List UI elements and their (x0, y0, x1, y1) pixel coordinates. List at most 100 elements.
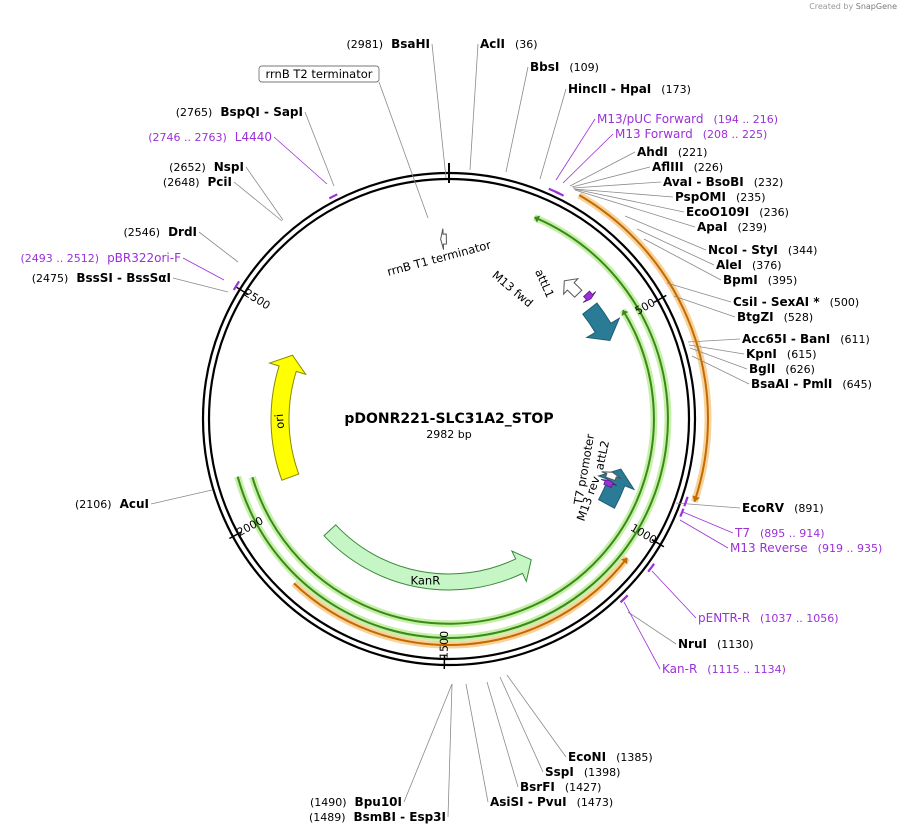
site-name: NcoI - StyI (708, 243, 778, 257)
site-name: PciI (208, 175, 233, 189)
site-name: AhdI (637, 145, 668, 159)
primer-leader (555, 118, 596, 181)
orf-arrowhead (621, 558, 628, 565)
site-name: BpmI (723, 273, 758, 287)
boxed-label-frame (258, 65, 380, 83)
site-leader (673, 295, 736, 318)
site-label: AclI(36) (480, 37, 538, 51)
site-leader (691, 355, 750, 385)
site-label: Acc65I - BanI(611) (742, 332, 870, 346)
site-name: EcoRV (742, 501, 785, 515)
site-name: EcoO109I (686, 205, 749, 219)
primer-label: (2746 .. 2763)L4440 (148, 130, 272, 144)
site-label: NcoI - StyI(344) (708, 243, 817, 257)
primer-label: M13 Forward(208 .. 225) (615, 127, 767, 141)
site-label: KpnI(615) (746, 347, 817, 361)
site-leader (431, 43, 447, 179)
site-label: SspI(1398) (545, 765, 620, 779)
site-name: Acc65I - BanI (742, 332, 830, 346)
primer-name: M13 Forward (615, 127, 693, 141)
primer-label: M13 Reverse(919 .. 935) (730, 541, 882, 555)
site-position: (1490) (310, 796, 347, 809)
site-leader (469, 43, 479, 171)
plasmid-title: pDONR221-SLC31A2_STOP (344, 411, 553, 427)
site-leader (624, 215, 707, 251)
primer-leader (679, 519, 729, 549)
feature-kanr (323, 524, 532, 591)
site-label: AsiSI - PvuI(1473) (490, 795, 613, 809)
site-position: (2475) (32, 272, 69, 285)
tick-label: 1500 (437, 631, 451, 659)
site-label: BsrFI(1427) (520, 780, 601, 794)
site-label: (2981)BsaHI (347, 37, 430, 51)
site-name: NruI (678, 637, 707, 651)
site-leader (689, 347, 748, 370)
site-label: (1490)Bpu10I (310, 795, 402, 809)
feature-label-attl1: attL1 (532, 267, 557, 300)
site-position: (1398) (584, 766, 621, 779)
site-leader (198, 231, 239, 263)
site-name: AsiSI - PvuI (490, 795, 567, 809)
site-leader (539, 88, 567, 180)
site-label: EcoRV(891) (742, 501, 824, 515)
site-label: (2765)BspQI - SapI (176, 105, 303, 119)
site-name: BsaAI - PmlI (751, 377, 832, 391)
leader-layer (150, 43, 750, 818)
feature-label-ori: ori (272, 413, 287, 429)
site-name: ApaI (697, 220, 727, 234)
site-label: (2648)PciI (163, 175, 232, 189)
primer-range: (895 .. 914) (760, 527, 825, 540)
site-label: (1489)BsmBI - Esp3I (309, 810, 446, 824)
site-position: (645) (842, 378, 872, 391)
site-label: CsiI - SexAI *(500) (733, 295, 859, 309)
site-position: (236) (759, 206, 789, 219)
site-label: NruI(1130) (678, 637, 754, 651)
primer-name: L4440 (235, 130, 272, 144)
primer-label: Kan-R(1115 .. 1134) (662, 662, 786, 676)
site-leader (499, 676, 544, 773)
site-position: (173) (661, 83, 691, 96)
site-leader (636, 228, 715, 266)
site-leader (688, 344, 745, 355)
site-position: (500) (830, 296, 860, 309)
site-name: NspI (214, 160, 244, 174)
primer-name: pBR322ori-F (107, 251, 181, 265)
feature-t7-promoter (601, 471, 622, 482)
primer-bar (679, 508, 685, 518)
site-position: (2765) (176, 106, 213, 119)
site-label: BbsI(109) (530, 60, 599, 74)
site-label: BtgZI(528) (737, 310, 813, 324)
plasmid-size: 2982 bp (426, 428, 471, 441)
primer-name: M13/pUC Forward (597, 112, 704, 126)
site-leader (573, 188, 674, 198)
primer-leader (682, 511, 734, 534)
site-label: AflIII(226) (652, 160, 723, 174)
site-position: (232) (754, 176, 784, 189)
site-position: (395) (768, 274, 798, 287)
site-position: (239) (737, 221, 767, 234)
boxed-label-leader (378, 81, 429, 219)
site-position: (2652) (169, 161, 206, 174)
tick-label: 2500 (242, 287, 273, 313)
primer-bar (232, 280, 241, 291)
site-leader (403, 683, 453, 803)
feature-m13-rev (600, 479, 617, 488)
primer-leader (623, 601, 661, 670)
feature-ori (268, 354, 307, 481)
site-label: (2106)AcuI (75, 497, 149, 511)
site-label: (2652) NspI (169, 160, 244, 174)
site-position: (221) (678, 146, 708, 159)
primer-label: (2493 .. 2512)pBR322ori-F (21, 251, 182, 265)
credit-text: Created by (809, 2, 854, 11)
primer-leader (651, 570, 697, 619)
primer-name: T7 (734, 526, 750, 540)
tick-mark (653, 294, 667, 303)
site-leader (505, 66, 529, 173)
site-leader (574, 189, 696, 228)
site-position: (2546) (123, 226, 160, 239)
site-name: AvaI - BsoBI (663, 175, 744, 189)
site-position: (626) (785, 363, 815, 376)
primer-range: (1115 .. 1134) (707, 663, 786, 676)
site-position: (1385) (616, 751, 653, 764)
site-label: BglI(626) (749, 362, 815, 376)
